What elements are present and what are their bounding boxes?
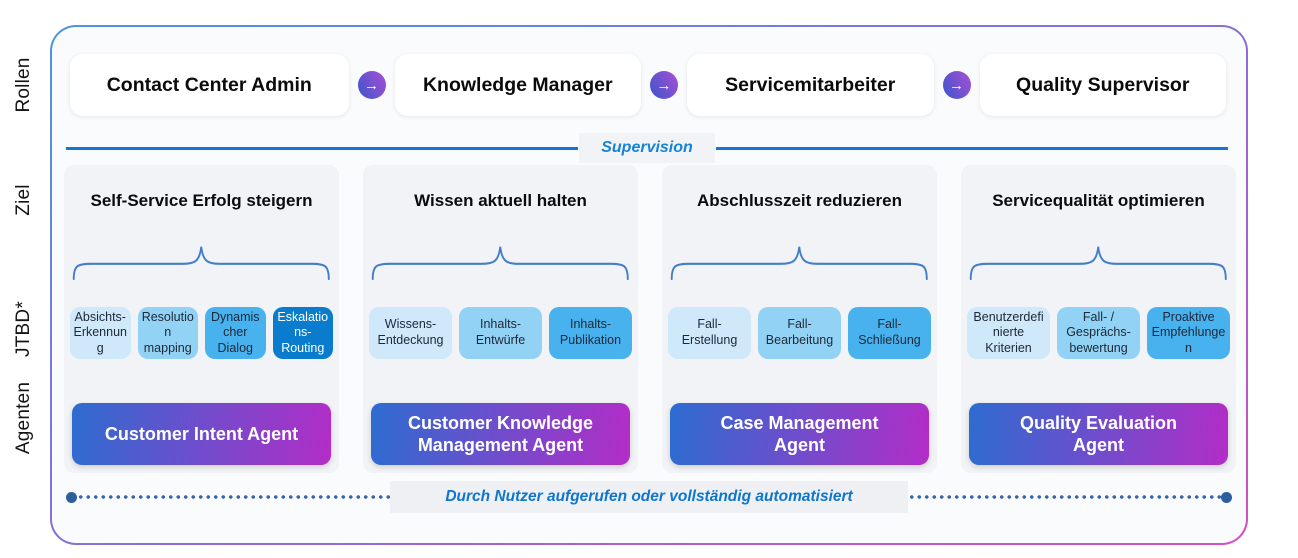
brace-icon: [671, 246, 928, 281]
automation-footer: Durch Nutzer aufgerufen oder vollständig…: [66, 481, 1233, 513]
role-box-knowledge-manager: Knowledge Manager: [394, 54, 642, 116]
agent-label: Customer Intent Agent: [104, 423, 299, 444]
jtbd-chip: Proaktive Empfehlungen: [1147, 307, 1230, 359]
agent-label: Customer Knowledge Management Agent: [407, 412, 594, 456]
roles-row: Contact Center Admin → Knowledge Manager…: [70, 54, 1226, 116]
jtbd-chip-row: Benutzerdefinierte Kriterien Fall- / Ges…: [967, 307, 1230, 359]
columns-grid: Self-Service Erfolg steigern Absichts-Er…: [64, 165, 1236, 473]
dot-endpoint-left-icon: [66, 491, 77, 503]
jtbd-chip: Inhalts-Entwürfe: [459, 307, 542, 359]
column-knowledge: Wissen aktuell halten Wissens-Entdeckung…: [363, 165, 638, 473]
jtbd-chip: Fall-Bearbeitung: [758, 307, 841, 359]
gradient-frame: Contact Center Admin → Knowledge Manager…: [50, 25, 1248, 545]
frame-inner: Contact Center Admin → Knowledge Manager…: [52, 27, 1246, 543]
rail-label-jtbd: JTBD*: [13, 301, 34, 357]
automation-note: Durch Nutzer aufgerufen oder vollständig…: [390, 481, 908, 513]
arrow-right-icon: →: [650, 71, 679, 99]
agent-button-customer-intent: Customer Intent Agent: [72, 403, 331, 465]
agent-label: Quality Evaluation Agent: [1019, 412, 1178, 456]
goal-label: Self-Service Erfolg steigern: [90, 191, 313, 210]
column-quality: Servicequalität optimieren Benutzerdefin…: [961, 165, 1236, 473]
brace-icon: [73, 246, 330, 281]
supervision-divider: Supervision: [66, 132, 1229, 164]
jtbd-chip: Fall- / Gesprächs-bewertung: [1057, 307, 1140, 359]
jtbd-chip: Benutzerdefinierte Kriterien: [967, 307, 1050, 359]
role-box-contact-center-admin: Contact Center Admin: [70, 54, 349, 116]
dotted-line: [907, 495, 1222, 499]
agent-button-quality-evaluation: Quality Evaluation Agent: [969, 403, 1228, 465]
role-box-quality-supervisor: Quality Supervisor: [979, 54, 1226, 116]
jtbd-chip: Fall-Schließung: [848, 307, 931, 359]
brace-icon: [970, 246, 1227, 281]
goal-label: Servicequalität optimieren: [992, 191, 1205, 210]
divider-line-left: [66, 146, 579, 150]
agent-button-case-management: Case Management Agent: [670, 403, 929, 465]
jtbd-chip: Fall-Erstellung: [668, 307, 751, 359]
jtbd-chip: Eskalations-Routing: [272, 307, 333, 359]
jtbd-chip: Resolution mapping: [137, 307, 198, 359]
rail-label-ziel: Ziel: [13, 184, 34, 216]
jtbd-chip: Absichts-Erkennung: [70, 307, 131, 359]
jtbd-chip-row: Absichts-Erkennung Resolution mapping Dy…: [70, 307, 333, 359]
supervision-label: Supervision: [579, 133, 715, 163]
jtbd-chip-row: Wissens-Entdeckung Inhalts-Entwürfe Inha…: [369, 307, 632, 359]
column-case-management: Abschlusszeit reduzieren Fall-Erstellung…: [662, 165, 937, 473]
agent-button-customer-knowledge: Customer Knowledge Management Agent: [371, 403, 630, 465]
jtbd-chip: Dynamischer Dialog: [205, 307, 266, 359]
goal-label: Abschlusszeit reduzieren: [696, 191, 902, 210]
role-box-servicemitarbeiter: Servicemitarbeiter: [687, 54, 934, 116]
arrow-right-icon: →: [942, 71, 971, 99]
rail-label-rollen: Rollen: [13, 57, 34, 113]
dotted-line: [77, 495, 391, 499]
arrow-right-icon: →: [357, 71, 386, 99]
column-self-service: Self-Service Erfolg steigern Absichts-Er…: [64, 165, 339, 473]
jtbd-chip-row: Fall-Erstellung Fall-Bearbeitung Fall-Sc…: [668, 307, 931, 359]
rail-label-agenten: Agenten: [13, 381, 34, 455]
dot-endpoint-right-icon: [1221, 491, 1233, 503]
divider-line-right: [715, 146, 1229, 150]
jtbd-chip: Wissens-Entdeckung: [369, 307, 452, 359]
brace-icon: [372, 246, 629, 281]
goal-label: Wissen aktuell halten: [414, 191, 587, 210]
agent-label: Case Management Agent: [720, 412, 879, 456]
jtbd-chip: Inhalts-Publikation: [549, 307, 632, 359]
